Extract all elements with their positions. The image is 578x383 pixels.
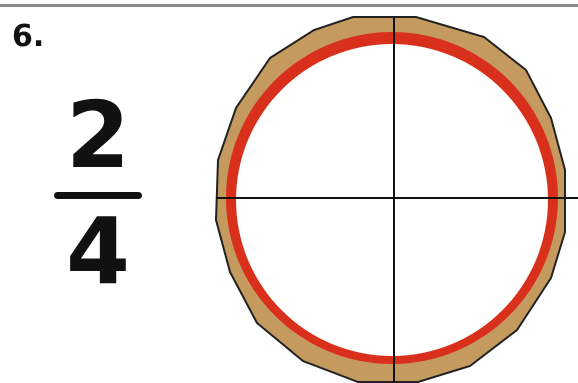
fraction-denominator: 4	[52, 202, 144, 302]
top-divider	[0, 4, 578, 7]
problem-number: 6.	[12, 22, 44, 52]
fraction: 2 4	[52, 90, 144, 305]
fraction-numerator: 2	[52, 90, 144, 182]
pizza-cheese	[236, 44, 548, 356]
pizza-illustration	[208, 10, 578, 383]
